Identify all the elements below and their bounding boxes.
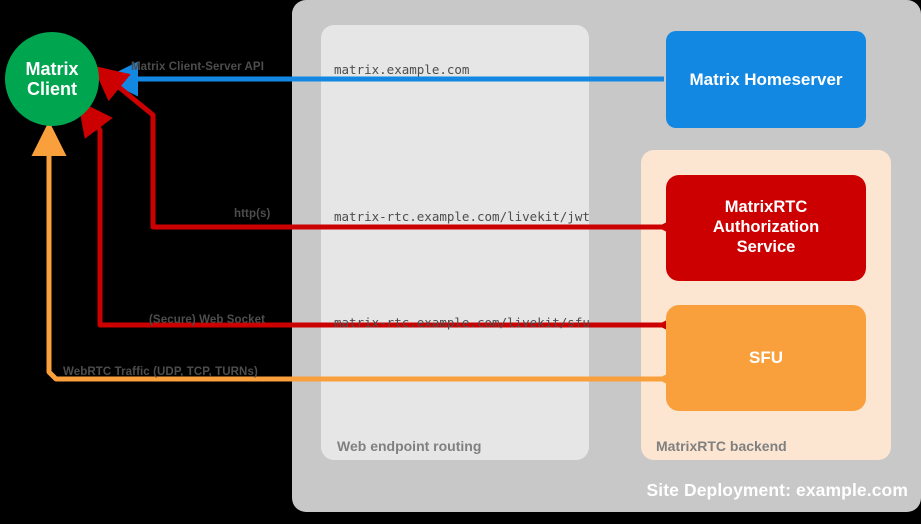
node-matrix-client[interactable]: Matrix Client — [5, 32, 99, 126]
edge-label-cs-api: Matrix Client-Server API — [131, 61, 264, 73]
node-matrix-client-label-line2: Client — [26, 79, 77, 99]
node-matrix-homeserver[interactable]: Matrix Homeserver — [666, 31, 866, 128]
edge-url-https: matrix-rtc.example.com/livekit/jwt — [334, 209, 590, 224]
edge-label-webrtc: WebRTC Traffic (UDP, TCP, TURNs) — [63, 366, 258, 378]
node-sfu-label: SFU — [749, 348, 783, 367]
web-endpoint-routing-container — [321, 25, 589, 460]
matrixrtc-backend-label: MatrixRTC backend — [656, 438, 787, 454]
node-auth-label-line2: Authorization — [712, 218, 820, 237]
edge-label-websocket: (Secure) Web Socket — [149, 314, 266, 326]
node-auth-label-line3: Service — [736, 237, 796, 256]
site-deployment-label: Site Deployment: example.com — [646, 480, 908, 500]
node-matrix-homeserver-label: Matrix Homeserver — [689, 69, 843, 89]
node-matrix-client-label-line1: Matrix — [25, 58, 79, 79]
node-sfu[interactable]: SFU — [666, 305, 866, 411]
edge-url-cs-api: matrix.example.com — [334, 62, 470, 77]
node-matrixrtc-authorization-service[interactable]: MatrixRTC Authorization Service — [666, 175, 866, 281]
edge-url-websocket: matrix-rtc.example.com/livekit/sfu — [334, 315, 590, 330]
edge-label-https: http(s) — [234, 208, 271, 220]
web-endpoint-routing-label: Web endpoint routing — [337, 438, 482, 454]
node-auth-label-line1: MatrixRTC — [724, 198, 808, 217]
